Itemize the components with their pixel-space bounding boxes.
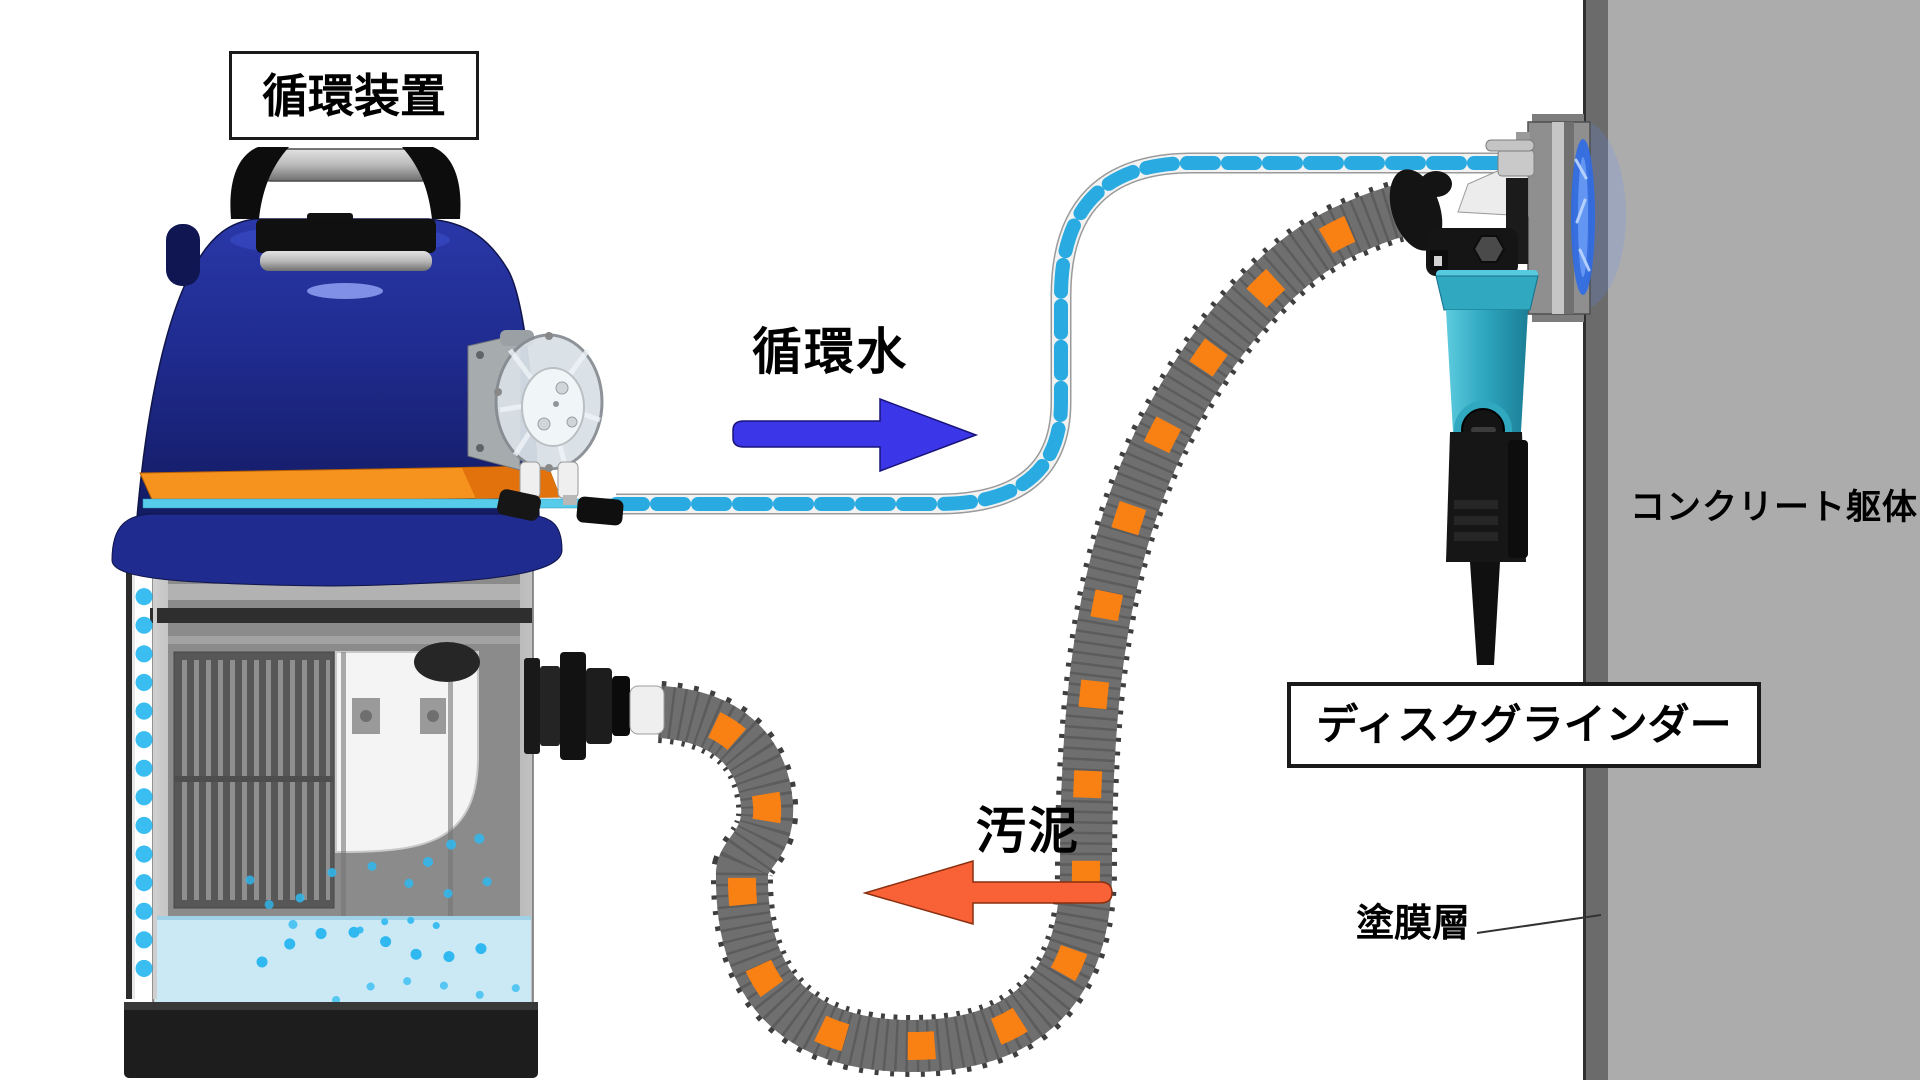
label-circulation-device: 循環装置	[229, 51, 479, 140]
circulation-device	[111, 147, 616, 1078]
device-base	[124, 1002, 538, 1078]
internal-pipe	[335, 651, 479, 854]
outlet-connector	[560, 652, 586, 760]
label-concrete-body: コンクリート躯体	[1630, 488, 1919, 527]
grinder-collar	[1435, 275, 1539, 311]
motor-housing	[1446, 432, 1526, 562]
grinding-disc-glow	[1571, 139, 1595, 295]
tank-water	[155, 916, 531, 1004]
concrete-wall	[1583, 0, 1920, 1080]
cable-boot	[1470, 562, 1500, 665]
grinder-handle	[1446, 310, 1528, 432]
sludge-flow-arrow	[862, 859, 1113, 925]
hex-bolt	[1472, 235, 1506, 263]
carry-handle	[230, 147, 461, 271]
peristaltic-pump	[467, 330, 604, 521]
sludge-hose	[657, 175, 1431, 1078]
disc-grinder	[1389, 114, 1626, 665]
pump-fitting-left	[497, 489, 541, 521]
hose-segments	[658, 192, 1430, 1061]
dome-rim	[111, 513, 563, 587]
filter-grille	[173, 651, 335, 909]
water-hose-dashes	[609, 156, 1523, 511]
outlet-tube	[629, 685, 665, 735]
outlet-hole	[414, 642, 480, 682]
label-disc-grinder: ディスクグラインダー	[1287, 682, 1761, 768]
coating-leader-line	[1476, 914, 1602, 934]
water-tube	[142, 498, 616, 509]
pump-fitting-right	[576, 496, 624, 526]
label-coating-layer: 塗膜層	[1356, 903, 1471, 945]
water-flow-arrow	[732, 397, 979, 473]
label-sludge: 汚泥	[976, 803, 1080, 859]
wall-body	[1608, 0, 1920, 1080]
label-circulating-water: 循環水	[752, 324, 908, 380]
water-hose	[609, 152, 1523, 515]
dome-groove	[166, 224, 200, 286]
wall-edge-line	[1583, 0, 1586, 1080]
water-inlet-fitting	[1497, 149, 1535, 177]
water-particles	[135, 559, 520, 1004]
